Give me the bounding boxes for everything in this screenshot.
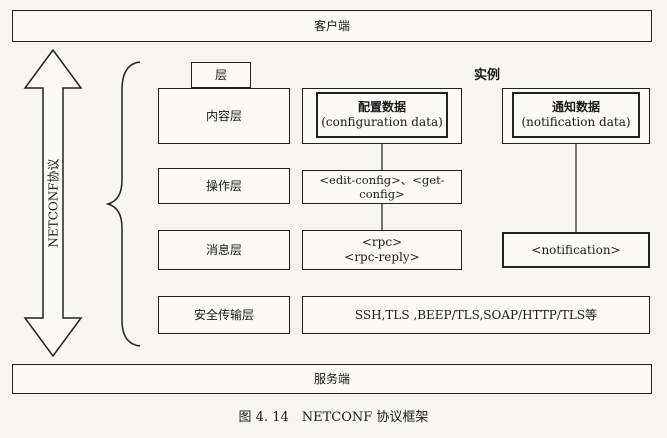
instance-header-text: 实例	[474, 68, 501, 83]
transport-text: SSH,TLS ,BEEP/TLS,SOAP/HTTP/TLS等	[354, 307, 598, 322]
notification-data-subtitle: (notification data)	[521, 115, 631, 129]
layer-content-label: 内容层	[205, 108, 242, 123]
rpc-reply-text: <rpc-reply>	[344, 250, 420, 264]
layer-transport-label: 安全传输层	[193, 307, 254, 322]
notification-msg-box: <notification>	[502, 232, 650, 268]
protocol-label-text: NETCONF协议	[46, 158, 61, 248]
notification-data-box: 通知数据 (notification data)	[512, 92, 640, 138]
server-label: 服务端	[313, 371, 350, 386]
layer-content: 内容层	[158, 88, 290, 144]
figure-caption-text: 图 4. 14 NETCONF 协议框架	[238, 410, 429, 425]
transport-box: SSH,TLS ,BEEP/TLS,SOAP/HTTP/TLS等	[302, 296, 650, 334]
layer-operations-label: 操作层	[205, 178, 242, 193]
instance-header: 实例	[474, 64, 500, 83]
operations-box: <edit-config>、<get-config>	[302, 170, 462, 204]
client-label: 客户端	[313, 18, 350, 33]
config-data-subtitle: (configuration data)	[321, 115, 443, 129]
layer-operations: 操作层	[158, 168, 290, 204]
layer-header-text: 层	[214, 67, 227, 82]
config-data-box: 配置数据 (configuration data)	[316, 92, 448, 138]
layers-brace	[105, 61, 141, 347]
rpc-text: <rpc>	[361, 235, 403, 249]
protocol-label: NETCONF协议	[45, 158, 62, 247]
rpc-box: <rpc> <rpc-reply>	[302, 230, 462, 270]
layer-header: 层	[191, 62, 251, 88]
figure-caption: 图 4. 14 NETCONF 协议框架	[0, 406, 667, 425]
notification-msg-text: <notification>	[531, 242, 621, 257]
protocol-double-arrow	[23, 48, 83, 358]
notification-data-title: 通知数据	[551, 100, 600, 114]
layer-messages-label: 消息层	[205, 242, 242, 257]
layer-messages: 消息层	[158, 230, 290, 270]
server-bar: 服务端	[12, 364, 652, 394]
config-data-title: 配置数据	[357, 100, 406, 114]
operations-text: <edit-config>、<get-config>	[319, 172, 445, 201]
layer-transport: 安全传输层	[158, 296, 290, 334]
client-bar: 客户端	[12, 10, 652, 42]
